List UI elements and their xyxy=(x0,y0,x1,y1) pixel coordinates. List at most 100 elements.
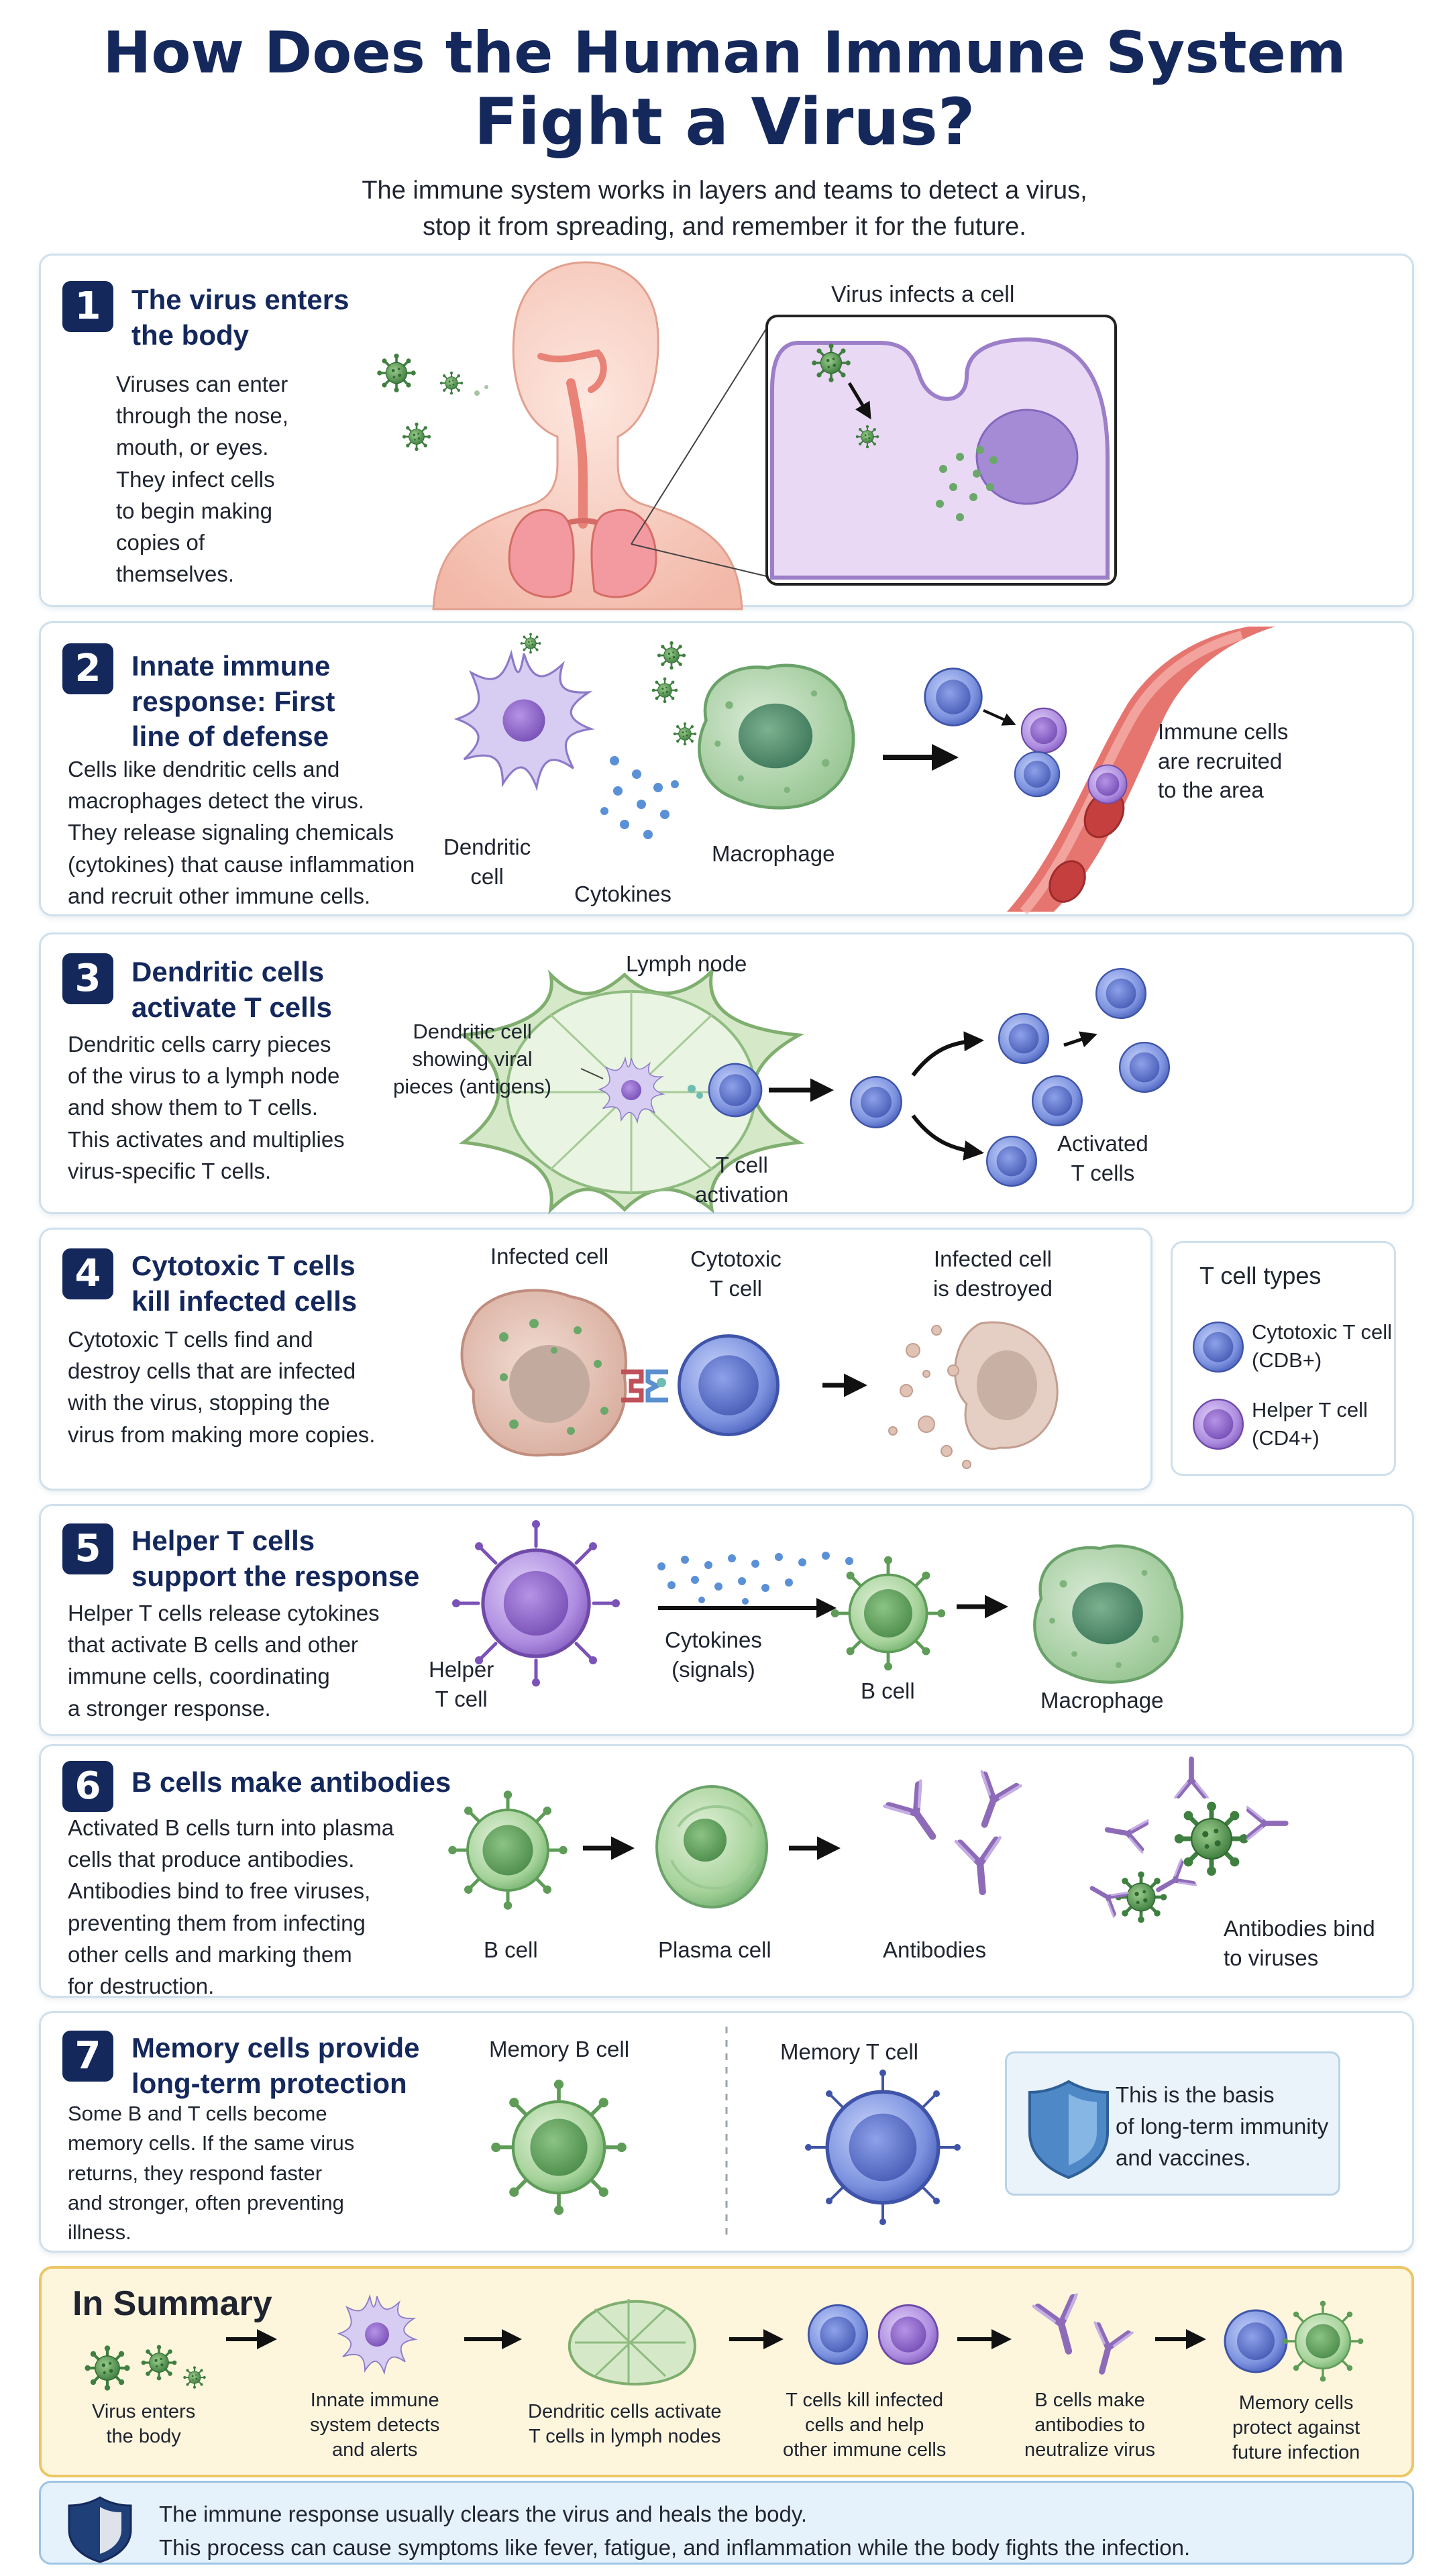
desc-line: Helper T cells release cytokines xyxy=(68,1601,380,1625)
inset-label: Virus infects a cell xyxy=(831,282,1015,307)
cytokines-signals-label: Cytokines (signals) xyxy=(665,1625,762,1684)
b-cell-icon xyxy=(831,1556,945,1670)
blood-vessel xyxy=(1007,627,1275,915)
macrophage-icon xyxy=(699,665,853,808)
section-7-number: 7 xyxy=(62,2031,113,2082)
desc-line: and recruit other immune cells. xyxy=(68,883,371,908)
section-4-panel: 4 Cytotoxic T cells kill infected cells … xyxy=(39,1228,1152,1491)
receptor-binding-icon xyxy=(621,1369,668,1403)
t-cell-icon xyxy=(1118,1041,1171,1093)
label-line: Activated xyxy=(1057,1131,1148,1156)
legend-item-cytotoxic: Cytotoxic T cell (CDB+) xyxy=(1252,1318,1392,1375)
virus-icon xyxy=(855,424,880,449)
memory-b-cell-label: Memory B cell xyxy=(489,2037,630,2061)
footer-line: This process can cause symptoms like fev… xyxy=(159,2534,1191,2560)
virus-icon xyxy=(1116,1872,1167,1923)
immunity-note-box: This is the basis of long-term immunity … xyxy=(1005,2051,1340,2196)
label-line: Cytotoxic xyxy=(690,1246,782,1271)
label-line: cell xyxy=(470,863,504,889)
label-line: T cell xyxy=(435,1686,488,1711)
virus-icon xyxy=(140,2343,178,2382)
macrophage-label: Macrophage xyxy=(712,841,835,866)
section-5-title-line: Helper T cells xyxy=(131,1525,315,1556)
label-line: is destroyed xyxy=(933,1275,1053,1301)
desc-line: copies of xyxy=(116,529,205,555)
section-4-illustration xyxy=(460,1289,1059,1469)
shield-icon xyxy=(1028,2080,1109,2180)
label-line: Cytokines xyxy=(665,1627,762,1652)
section-3-panel: 3 Dendritic cells activate T cells Dendr… xyxy=(39,932,1414,1215)
desc-line: to begin making xyxy=(116,498,272,523)
desc-line: a stronger response. xyxy=(68,1695,271,1721)
helper-t-cell-icon xyxy=(1087,764,1128,804)
section-2-number: 2 xyxy=(62,643,113,694)
label-line: T cell xyxy=(709,1275,762,1301)
section-5-panel: 5 Helper T cells support the response He… xyxy=(39,1504,1414,1736)
summary-line: neutralize virus xyxy=(1024,2439,1156,2461)
virus-icon xyxy=(401,421,432,452)
virus-icon xyxy=(651,676,679,704)
section-1-panel: 1 The virus enters the body Viruses can … xyxy=(39,254,1414,610)
section-1-title-line: The virus enters xyxy=(131,284,350,315)
b-cell-label: B cell xyxy=(861,1678,915,1703)
section-2-title: Innate immune response: First line of de… xyxy=(131,649,335,755)
helper-t-cell-icon xyxy=(877,2304,939,2365)
desc-line: for destruction. xyxy=(68,1973,215,1998)
subtitle-line-2: stop it from spreading, and remember it … xyxy=(423,212,1026,241)
t-cell-icon xyxy=(998,1012,1050,1065)
subtitle: The immune system works in layers and te… xyxy=(0,173,1449,246)
section-2-title-line: Innate immune xyxy=(131,650,331,682)
infected-cell-inset xyxy=(765,315,1117,586)
antibodies-bind-label: Antibodies bind to viruses xyxy=(1224,1914,1375,1972)
summary-line: Dendritic cells activate xyxy=(528,2401,722,2422)
desc-line: and show them to T cells. xyxy=(68,1095,318,1120)
summary-step-3: Dendritic cells activate T cells in lymp… xyxy=(528,2400,722,2449)
antibody-icon xyxy=(1248,1807,1286,1839)
antibody-icon xyxy=(1085,1876,1128,1917)
section-2-title-line: line of defense xyxy=(131,720,329,752)
section-1-title-line: the body xyxy=(131,319,249,351)
dendritic-label: Dendritic cell xyxy=(443,833,531,891)
t-cell-icon xyxy=(985,1135,1038,1187)
t-cell-icon xyxy=(807,2304,869,2365)
note-text: This is the basis of long-term immunity … xyxy=(1116,2079,1328,2174)
helper-t-cell-icon xyxy=(1020,707,1067,754)
helper-t-cell-swatch xyxy=(1192,1398,1244,1450)
virus-icon xyxy=(182,2365,207,2390)
summary-line: T cells kill infected xyxy=(786,2390,944,2411)
antibody-icon xyxy=(965,1772,1021,1831)
virus-icon xyxy=(810,342,852,384)
dendritic-showing-label: Dendritic cell showing viral pieces (ant… xyxy=(393,1018,551,1101)
desc-line: This activates and multiplies xyxy=(68,1126,345,1152)
virus-icon xyxy=(85,2345,129,2390)
note-line: and vaccines. xyxy=(1116,2145,1251,2171)
summary-panel: In Summary Virus enters the body Innate … xyxy=(39,2266,1414,2477)
legend-label-line: Helper T cell xyxy=(1252,1398,1368,1421)
infected-cell-label: Infected cell xyxy=(490,1244,609,1269)
desc-line: preventing them from infecting xyxy=(68,1910,366,1935)
cytotoxic-label: Cytotoxic T cell xyxy=(690,1244,782,1303)
summary-line: other immune cells xyxy=(783,2439,947,2461)
section-3-title: Dendritic cells activate T cells xyxy=(131,955,332,1025)
section-3-title-line: Dendritic cells xyxy=(131,956,325,987)
summary-line: Innate immune xyxy=(310,2390,439,2411)
human-torso-icon xyxy=(432,261,743,610)
section-2-title-line: response: First xyxy=(131,685,335,717)
desc-line: cells that produce antibodies. xyxy=(68,1847,355,1872)
desc-line: Cells like dendritic cells and xyxy=(68,757,340,782)
section-7-illustration xyxy=(41,2027,961,2241)
t-cell-icon xyxy=(1224,2309,1288,2373)
desc-line: immune cells, coordinating xyxy=(68,1664,330,1689)
section-5-title-line: support the response xyxy=(131,1560,420,1592)
antibody-icon xyxy=(1083,2322,1132,2376)
virus-icon xyxy=(672,721,698,747)
label-line: T cell xyxy=(715,1152,768,1177)
desc-line: Viruses can enter xyxy=(116,372,288,396)
label-line: to the area xyxy=(1158,777,1264,803)
desc-line: with the virus, stopping the xyxy=(68,1390,330,1415)
section-5-illustration xyxy=(452,1520,1416,1686)
section-4-number: 4 xyxy=(62,1248,113,1299)
summary-line: future infection xyxy=(1232,2442,1360,2464)
desc-line: that activate B cells and other xyxy=(68,1632,358,1658)
t-cell-icon xyxy=(1095,967,1147,1020)
